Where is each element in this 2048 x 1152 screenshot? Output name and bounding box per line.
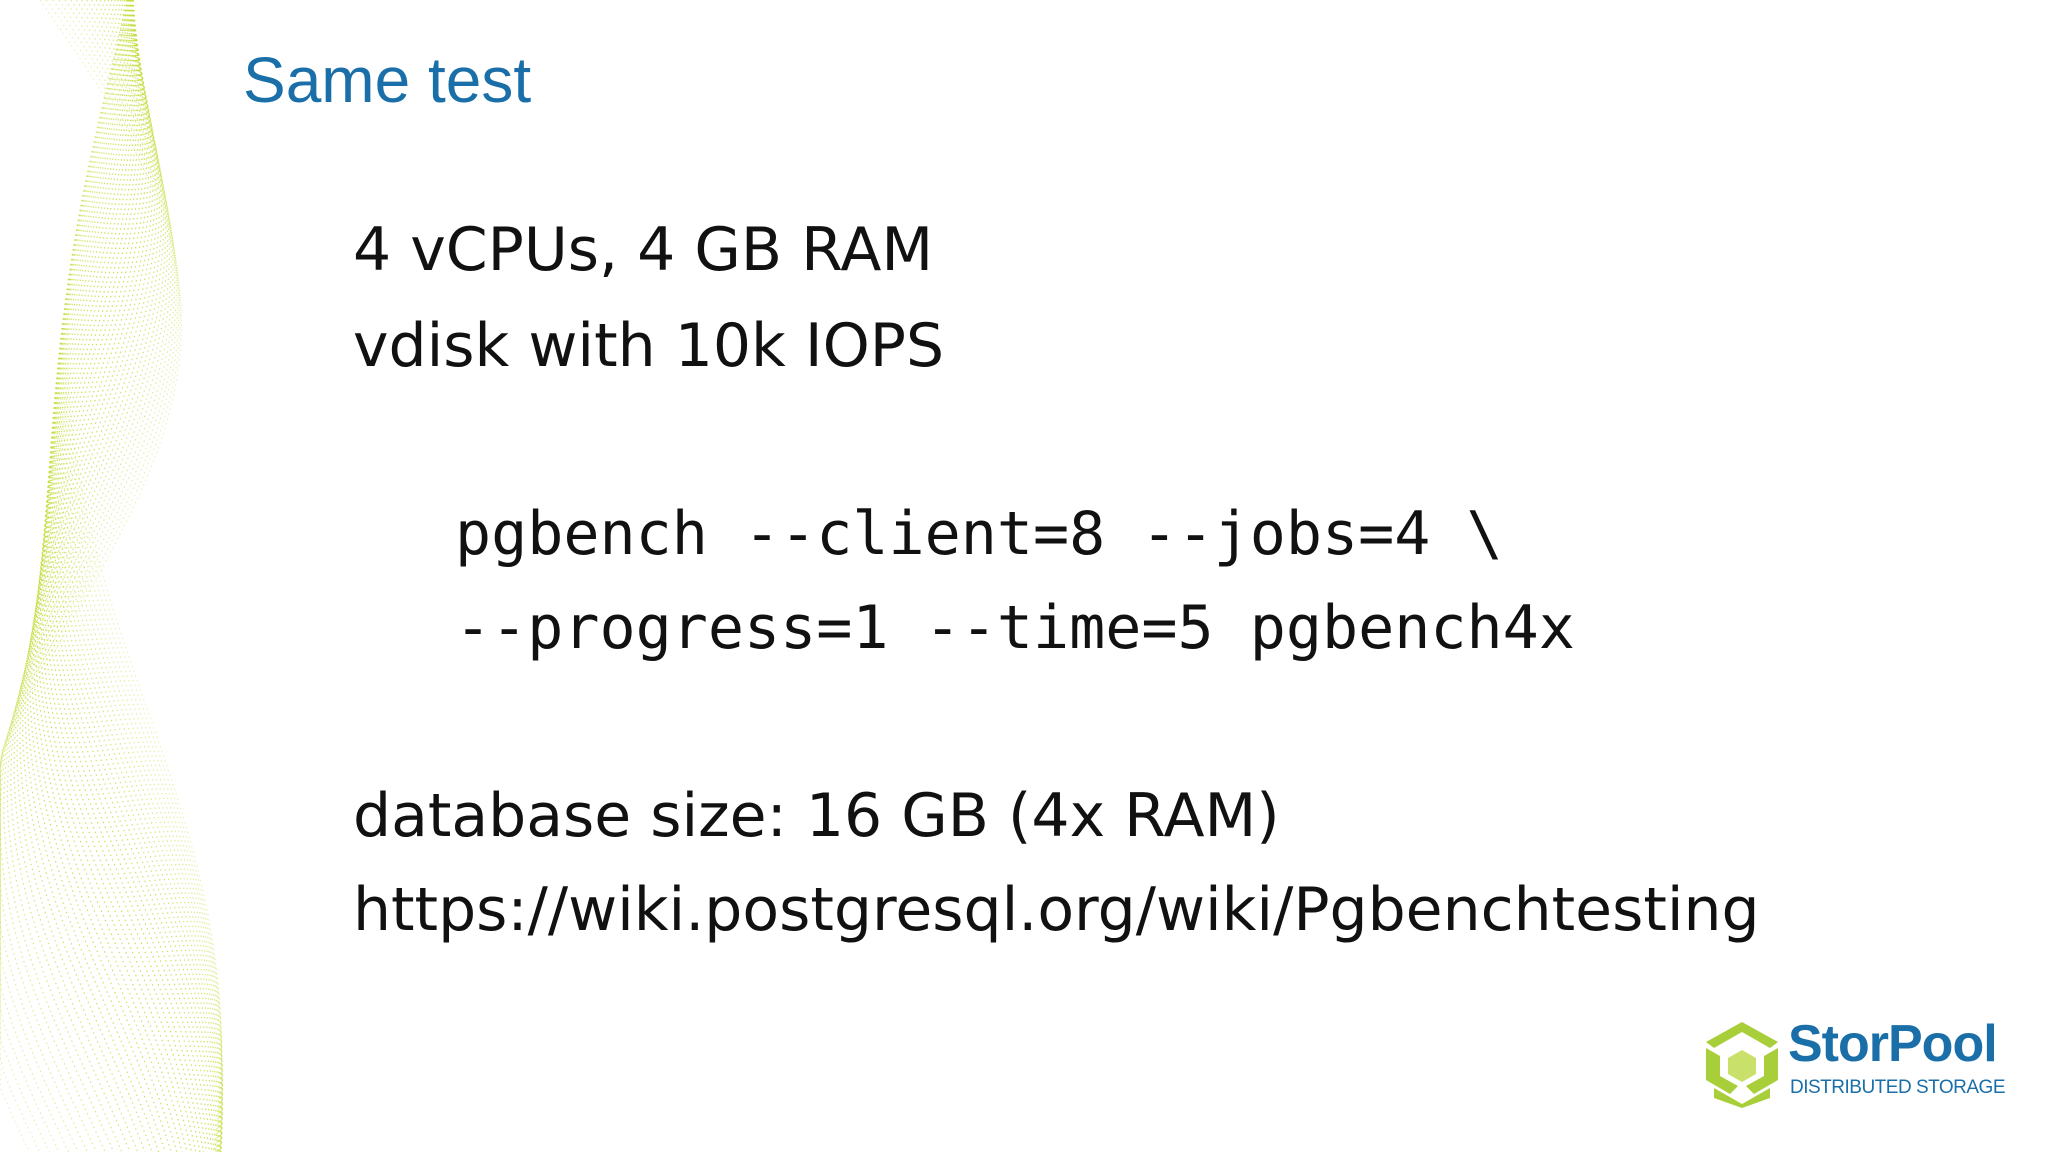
slide-title: Same test: [243, 44, 532, 116]
database-size-line: database size: 16 GB (4x RAM): [353, 781, 1280, 851]
spec-line-vdisk: vdisk with 10k IOPS: [353, 311, 945, 381]
spec-line-cpu-ram: 4 vCPUs, 4 GB RAM: [353, 215, 934, 285]
logo-tagline: DISTRIBUTED STORAGE: [1790, 1077, 2006, 1098]
decorative-wave-graphic: [0, 0, 224, 1152]
command-line-1: pgbench --client=8 --jobs=4 \: [455, 499, 1503, 569]
storpool-hexagon-icon: [1706, 1022, 1778, 1108]
command-line-2: --progress=1 --time=5 pgbench4x: [455, 593, 1575, 663]
logo-name: StorPool: [1788, 1015, 1998, 1073]
reference-link[interactable]: https://wiki.postgresql.org/wiki/Pgbench…: [353, 875, 1760, 945]
storpool-logo: StorPool DISTRIBUTED STORAGE: [1698, 1012, 2006, 1112]
